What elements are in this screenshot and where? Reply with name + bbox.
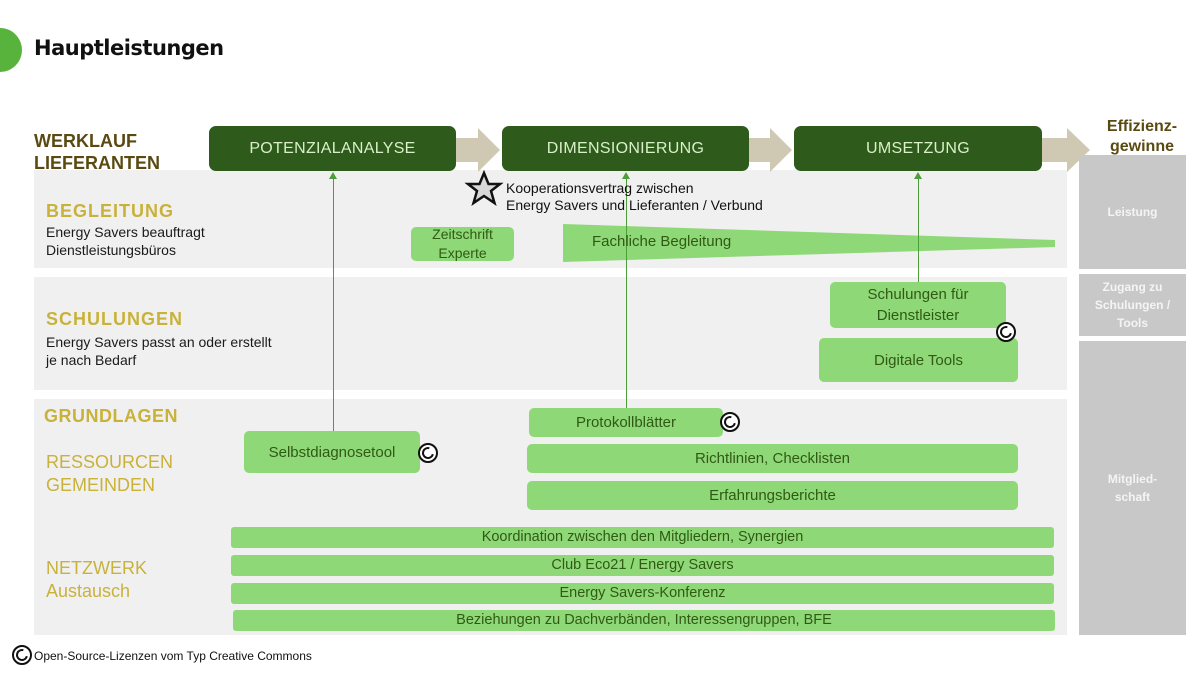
creative-commons-icon <box>418 443 438 463</box>
connector-arrow-umsetzung <box>912 172 924 282</box>
item-richtlinien-checklisten[interactable]: Richtlinien, Checklisten <box>527 444 1018 473</box>
item-zeitschrift-experte[interactable]: Zeitschrift Experte <box>411 226 514 261</box>
phase-potenzialanalyse[interactable]: POTENZIALANALYSE <box>209 126 456 171</box>
item-konferenz[interactable]: Energy Savers-Konferenz <box>231 583 1054 604</box>
item-fachliche-begleitung[interactable]: Fachliche Begleitung <box>592 233 732 250</box>
section-subtitle: GEMEINDEN <box>46 475 156 495</box>
star-icon <box>464 169 504 206</box>
benefit-zugang-schulungen: Zugang zu Schulungen / Tools <box>1079 274 1186 336</box>
item-club-eco21[interactable]: Club Eco21 / Energy Savers <box>231 555 1054 576</box>
fachliche-begleitung-wedge <box>563 224 1055 262</box>
contract-note: Kooperationsvertrag zwischen Energy Save… <box>506 180 763 214</box>
item-schulungen-dienstleister[interactable]: Schulungen für Dienstleister <box>830 282 1006 328</box>
arrow-icon <box>748 128 792 172</box>
section-subtitle: je nach Bedarf <box>46 352 137 368</box>
creative-commons-icon <box>720 412 740 432</box>
item-erfahrungsberichte[interactable]: Erfahrungsberichte <box>527 481 1018 510</box>
arrow-icon <box>1041 128 1090 172</box>
creative-commons-icon <box>996 322 1016 342</box>
connector-arrow-dimensionierung <box>620 172 632 409</box>
benefit-mitgliedschaft: Mitglied-schaft <box>1079 341 1186 635</box>
title-bullet-icon <box>0 28 22 72</box>
item-selbstdiagnosetool[interactable]: Selbstdiagnosetool <box>244 431 420 473</box>
page-title: Hauptleistungen <box>34 36 224 60</box>
benefit-label: Zugang zu Schulungen / Tools <box>1094 280 1171 330</box>
contract-note-line2: Energy Savers und Lieferanten / Verbund <box>506 197 763 213</box>
footnote: Open-Source-Lizenzen vom Typ Creative Co… <box>34 649 312 663</box>
item-protokollblaetter[interactable]: Protokollblätter <box>529 408 723 437</box>
workflow-label-line1: WERKLAUF <box>34 131 137 151</box>
benefit-label: Mitglied-schaft <box>1107 472 1158 504</box>
section-title: NETZWERK <box>46 558 147 578</box>
section-subtitle: Energy Savers passt an oder erstellt <box>46 334 272 350</box>
workflow-label-line2: LIEFERANTEN <box>34 153 160 173</box>
arrow-icon <box>456 128 500 172</box>
phase-umsetzung[interactable]: UMSETZUNG <box>794 126 1042 171</box>
item-koordination[interactable]: Koordination zwischen den Mitgliedern, S… <box>231 527 1054 548</box>
section-title: SCHULUNGEN <box>46 309 184 329</box>
item-label: Schulungen für Dienstleister <box>867 286 969 324</box>
section-title: BEGLEITUNG <box>46 201 175 221</box>
workflow-label: WERKLAUF LIEFERANTEN <box>34 130 160 174</box>
section-subtitle: Dienstleistungsbüros <box>46 242 176 258</box>
item-digitale-tools[interactable]: Digitale Tools <box>819 338 1018 382</box>
creative-commons-icon <box>12 645 32 665</box>
section-subtitle: Energy Savers beauftragt <box>46 224 205 240</box>
benefit-leistung: Leistung <box>1079 155 1186 269</box>
efficiency-line1: Effizienz- <box>1106 118 1178 135</box>
efficiency-gains-label: Effizienz- gewinne <box>1092 117 1192 157</box>
efficiency-line2: gewinne <box>1109 138 1174 155</box>
section-subtitle: Austausch <box>46 581 131 601</box>
section-subtitle: RESSOURCEN <box>46 452 174 472</box>
contract-note-line1: Kooperationsvertrag zwischen <box>506 180 694 196</box>
section-grundlagen: GRUNDLAGEN <box>44 406 178 427</box>
phase-dimensionierung[interactable]: DIMENSIONIERUNG <box>502 126 749 171</box>
item-beziehungen[interactable]: Beziehungen zu Dachverbänden, Interessen… <box>233 610 1055 631</box>
section-title: GRUNDLAGEN <box>44 406 178 426</box>
section-begleitung: BEGLEITUNG Energy Savers beauftragt Dien… <box>46 201 205 259</box>
section-netzwerk: NETZWERK Austausch <box>46 557 147 603</box>
section-ressourcen: RESSOURCEN GEMEINDEN <box>46 451 173 497</box>
connector-arrow-potenzialanalyse <box>327 172 339 431</box>
section-schulungen: SCHULUNGEN Energy Savers passt an oder e… <box>46 309 272 369</box>
